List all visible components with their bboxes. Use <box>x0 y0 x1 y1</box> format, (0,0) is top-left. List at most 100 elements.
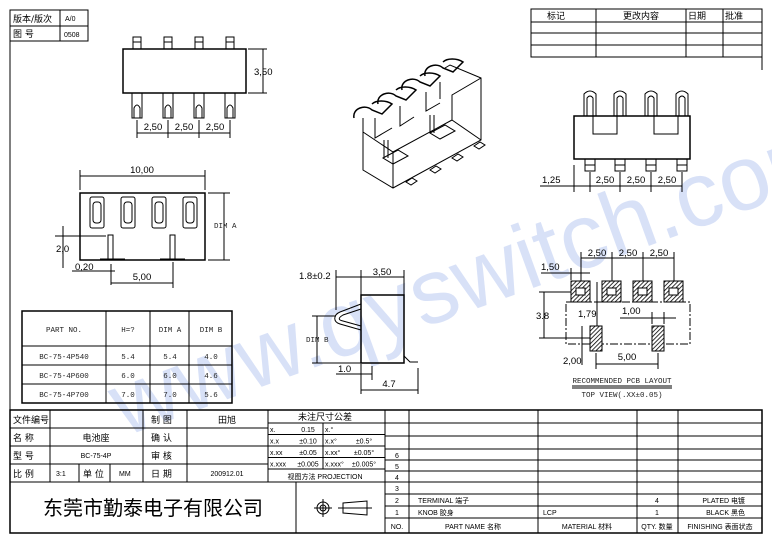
dim-spring: 1.8±0.2 <box>299 271 331 282</box>
contact-pocket <box>120 196 136 229</box>
part-table-cell: 6.0 <box>121 373 135 381</box>
part-table-cell: 4.6 <box>204 373 218 381</box>
file-no-label: 文件编号 <box>13 414 49 426</box>
date-value: 200912.01 <box>210 471 243 478</box>
bom-row-finish: PLATED 电镀 <box>702 496 745 505</box>
bom-row-part: KNOB 胶身 <box>418 508 454 517</box>
part-table-header: PART NO. <box>46 327 82 335</box>
pcb-pad-height: 2,00 <box>563 356 582 367</box>
tolerance-value: 0.15 <box>301 427 315 434</box>
part-table-cell: 4.0 <box>204 354 218 362</box>
bom-row-no: 4 <box>395 475 399 482</box>
bom-header: MATERIAL 材料 <box>562 522 612 531</box>
dim-pitch-3: 2,50 <box>206 122 225 133</box>
bom-row-part: TERMINAL 端子 <box>418 496 469 505</box>
contact-pin <box>613 90 627 116</box>
drawing-no-label: 图 号 <box>13 29 34 40</box>
front-view: 10,00 DIM A 2,0 0,20 5,00 <box>55 165 237 288</box>
pcb-layout-title: RECOMMENDED PCB LAYOUT <box>572 378 672 386</box>
dim-pitch-2: 2,50 <box>175 122 194 133</box>
dim-height: 3,50 <box>254 67 273 78</box>
version-label: 版本/版次 <box>13 13 52 25</box>
part-table-cell: 7.0 <box>121 392 135 400</box>
bottom-contact <box>224 93 236 119</box>
tolerance-format: x.xx <box>270 450 283 457</box>
tolerance-angle-value: ±0.5° <box>356 438 373 446</box>
part-table-cell: BC-75-4P700 <box>39 392 89 400</box>
part-table-cell: 5.4 <box>163 354 177 362</box>
pcb-pad-width: 1,50 <box>541 262 560 273</box>
tolerance-format: x. <box>270 427 276 434</box>
bom-row-no: 1 <box>395 510 399 517</box>
rev-header-approve: 批准 <box>725 10 743 22</box>
bom-row-qty: 4 <box>655 498 659 505</box>
top-pin <box>194 36 204 50</box>
tolerance-value: ±0.005 <box>297 462 318 469</box>
dim-tab-pitch: 5,00 <box>133 272 152 283</box>
contact-pin <box>675 90 689 116</box>
revision-table: 标记 更改内容 日期 批准 <box>530 8 763 58</box>
projection-label: 视图方法 PROJECTION <box>287 472 362 481</box>
tolerance-angle-value: ±0.005° <box>352 461 376 469</box>
model-value: BC-75-4P <box>81 453 112 460</box>
contact-pocket <box>182 196 198 229</box>
side-view: 1.8±0.2 3,50 DIM B 1.0 4.7 <box>299 267 419 394</box>
drawn-label: 制 图 <box>151 414 172 426</box>
tolerance-format: x.x <box>270 439 279 446</box>
part-table-cell: 5.6 <box>204 392 218 400</box>
tolerance-angle-format: x.xx° <box>325 449 340 457</box>
tolerance-format: x.xxx <box>270 462 286 469</box>
bom-row-finish: BLACK 黑色 <box>706 508 745 517</box>
part-table-cell: BC-75-4P600 <box>39 373 89 381</box>
dim-depth: 3,50 <box>373 267 392 278</box>
date-label: 日 期 <box>151 469 172 480</box>
dim-edge: 1,25 <box>542 175 561 186</box>
tolerance-angle-format: x.xxx° <box>325 461 344 469</box>
top-pin <box>225 36 235 50</box>
tolerance-angle-format: x.x° <box>325 438 337 446</box>
contact-pocket <box>151 196 167 229</box>
bom-header: QTY. 数量 <box>641 522 672 531</box>
pcb-offset: 1,79 <box>578 309 597 320</box>
bom-row-no: 5 <box>395 464 399 471</box>
pcb-pitch-1: 2,50 <box>588 248 607 259</box>
projection-symbol-icon <box>314 499 372 517</box>
contact-pocket <box>89 196 105 229</box>
isometric-view <box>353 58 486 189</box>
part-table-cell: BC-75-4P540 <box>39 354 89 362</box>
dim-tab-height: 2,0 <box>56 244 69 255</box>
rev-header-content: 更改内容 <box>623 10 659 22</box>
drawn-by: 田旭 <box>218 414 236 426</box>
dim-a-label: DIM A <box>214 223 237 231</box>
rev-header-date: 日期 <box>688 11 706 22</box>
pcb-layout: 2,50 2,50 2,50 1,50 3.8 1,79 1,00 2,00 5… <box>536 248 691 400</box>
rev-header-mark: 标记 <box>547 10 565 22</box>
bom-row-no: 6 <box>395 453 399 460</box>
part-name: 电池座 <box>82 432 109 444</box>
bom-header: PART NAME 名称 <box>445 522 501 531</box>
unit-label: 单 位 <box>83 468 104 480</box>
dim-width: 10,00 <box>130 165 154 176</box>
top-view: 3,50 2,50 2,50 2,50 <box>122 36 273 138</box>
title-block: 文件编号 名 称 电池座 型 号 BC-75-4P 比 例 3:1 单 位 MM… <box>9 409 763 534</box>
bom-row-no: 2 <box>395 498 399 505</box>
bom-header: NO. <box>391 524 404 531</box>
dim-pitch-1: 2,50 <box>144 122 163 133</box>
scale-label: 比 例 <box>13 468 34 480</box>
dim-r-pitch-1: 2,50 <box>596 175 615 186</box>
drawing-no-value: 0508 <box>64 32 80 39</box>
pcb-pitch-2: 2,50 <box>619 248 638 259</box>
bom-row-material: LCP <box>543 510 557 517</box>
tolerance-angle-format: x.° <box>325 426 333 434</box>
part-table-cell: 7.0 <box>163 392 177 400</box>
dim-r-pitch-2: 2,50 <box>627 175 646 186</box>
tolerance-title: 未注尺寸公差 <box>298 411 352 423</box>
tolerance-value: ±0.10 <box>299 439 317 446</box>
contact-pin <box>583 90 597 116</box>
bom-row-no: 3 <box>395 486 399 493</box>
dim-offset: 0,20 <box>75 262 94 273</box>
name-label: 名 称 <box>13 432 34 444</box>
review-label: 审 核 <box>151 450 172 462</box>
